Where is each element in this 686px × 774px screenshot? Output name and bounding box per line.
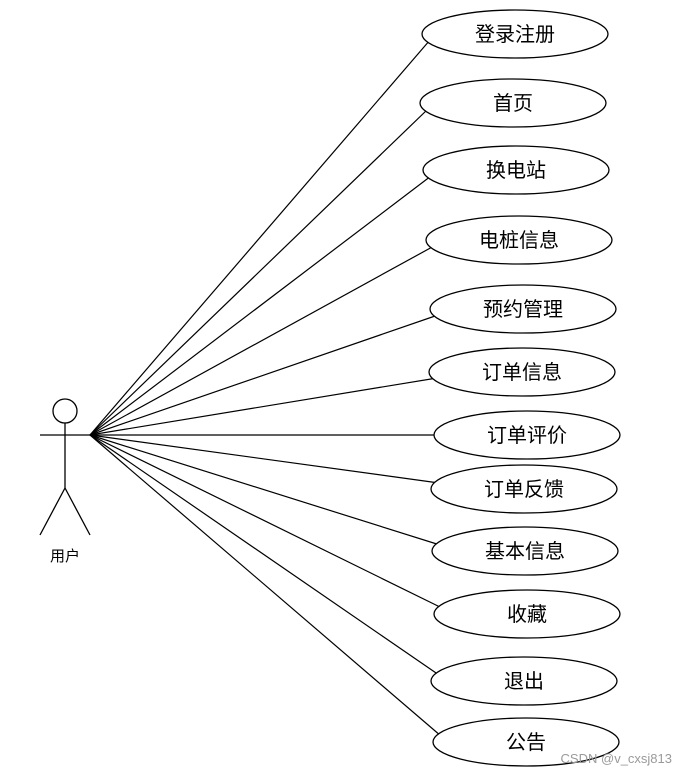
use-case[interactable]: 首页 — [419, 78, 607, 128]
use-case[interactable]: 换电站 — [422, 145, 610, 195]
use-case[interactable]: 登录注册 — [421, 9, 609, 59]
actor-user: 用户 — [39, 398, 91, 565]
association-line — [89, 314, 439, 436]
use-case-label: 退出 — [504, 669, 544, 693]
use-case-ellipse — [429, 284, 617, 334]
stick-figure-icon — [39, 398, 91, 536]
association-line — [89, 245, 435, 436]
use-case-ellipse — [428, 347, 616, 397]
use-case-ellipse — [432, 717, 620, 767]
use-case-label: 首页 — [493, 91, 533, 115]
use-case[interactable]: 收藏 — [433, 589, 621, 639]
association-line — [89, 108, 429, 436]
use-case[interactable]: 订单反馈 — [430, 464, 618, 514]
use-case-label: 订单反馈 — [484, 477, 564, 501]
watermark: CSDN @v_cxsj813 — [560, 751, 672, 766]
use-case-label: 订单评价 — [487, 423, 567, 447]
use-case-label: 收藏 — [507, 602, 547, 626]
use-case[interactable]: 预约管理 — [429, 284, 617, 334]
use-case[interactable]: 电桩信息 — [425, 215, 613, 265]
use-case-ellipse — [433, 589, 621, 639]
use-case-label: 预约管理 — [483, 297, 563, 321]
use-case[interactable]: 基本信息 — [431, 526, 619, 576]
use-case-ellipse — [431, 526, 619, 576]
association-line — [89, 434, 441, 546]
use-case[interactable]: 订单评价 — [433, 410, 621, 460]
association-line — [89, 175, 432, 436]
association-line — [89, 377, 438, 436]
use-case-label: 电桩信息 — [479, 228, 559, 252]
association-line — [89, 434, 440, 484]
use-case-label: 登录注册 — [475, 22, 555, 46]
association-line — [89, 434, 440, 676]
use-case-ellipse — [422, 145, 610, 195]
use-case[interactable]: 退出 — [430, 656, 618, 706]
use-case[interactable]: 订单信息 — [428, 347, 616, 397]
use-case-ellipse — [433, 410, 621, 460]
association-line — [89, 434, 442, 737]
association-lines — [89, 39, 443, 737]
use-case-ellipse — [425, 215, 613, 265]
use-case-label: 公告 — [506, 730, 546, 754]
association-line — [89, 39, 431, 436]
use-case-label: 换电站 — [486, 158, 546, 182]
use-case-ellipse — [430, 656, 618, 706]
use-case-label: 基本信息 — [485, 539, 565, 563]
actor-label: 用户 — [50, 547, 80, 565]
use-case-ellipse — [430, 464, 618, 514]
use-case-ellipse — [419, 78, 607, 128]
use-case-label: 订单信息 — [482, 360, 562, 384]
use-case[interactable]: 公告 — [432, 717, 620, 767]
association-line — [89, 434, 443, 609]
use-case-ellipse — [421, 9, 609, 59]
